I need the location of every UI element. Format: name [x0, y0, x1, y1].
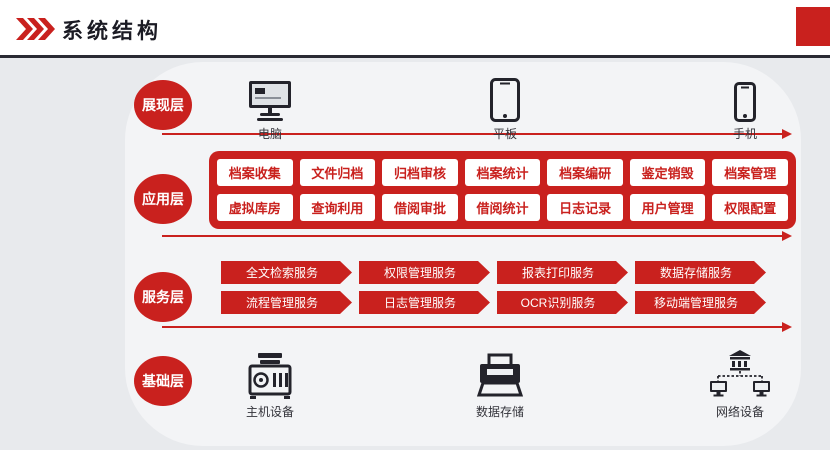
application-layer-arrow: [162, 231, 792, 241]
chevrons-icon: [16, 18, 55, 40]
module-box: 档案编研: [547, 159, 623, 186]
service-row-1: 全文检索服务 权限管理服务 报表打印服务 数据存储服务: [221, 261, 766, 284]
service-arrow: 报表打印服务: [497, 261, 628, 284]
badge-presentation-layer: 展现层: [134, 80, 192, 130]
device-computer: 电脑: [220, 74, 320, 142]
module-box: 权限配置: [712, 194, 789, 221]
module-box: 查询利用: [299, 194, 376, 221]
module-box: 档案管理: [712, 159, 789, 186]
module-box: 日志记录: [547, 194, 623, 221]
module-box: 借阅审批: [382, 194, 458, 221]
module-box: 借阅统计: [464, 194, 541, 221]
device-label: 主机设备: [245, 405, 294, 419]
service-arrow: 流程管理服务: [221, 291, 352, 314]
service-arrow: 移动端管理服务: [635, 291, 766, 314]
phone-icon: [734, 74, 756, 122]
rounded-panel: [125, 62, 801, 446]
service-row-2: 流程管理服务 日志管理服务 OCR识别服务 移动端管理服务: [221, 291, 766, 314]
service-arrow: 数据存储服务: [635, 261, 766, 284]
badge-service-layer: 服务层: [134, 272, 192, 322]
module-box: 归档审核: [382, 159, 458, 186]
device-phone: 手机: [695, 74, 795, 142]
header-accent-block: [796, 7, 830, 46]
badge-application-layer: 应用层: [134, 174, 192, 224]
device-network: 网络设备: [690, 350, 790, 420]
page-title: 系统结构: [62, 20, 162, 43]
server-icon: [243, 352, 297, 400]
badge-base-layer: 基础层: [134, 356, 192, 406]
device-label: 手机: [732, 127, 757, 141]
storage-icon: [475, 352, 525, 400]
header-underline: [0, 55, 830, 58]
module-box: 用户管理: [629, 194, 706, 221]
service-arrow: 日志管理服务: [359, 291, 490, 314]
module-box: 档案收集: [217, 159, 293, 186]
service-arrow: OCR识别服务: [497, 291, 628, 314]
device-data-storage: 数据存储: [450, 352, 550, 420]
device-host-machine: 主机设备: [220, 352, 320, 420]
desktop-icon: [247, 74, 293, 122]
tablet-icon: [490, 74, 520, 122]
diagram-canvas: 展现层 应用层 服务层 基础层 电脑: [0, 58, 830, 450]
module-row-2: 虚拟库房 查询利用 借阅审批 借阅统计 日志记录 用户管理 权限配置: [217, 194, 789, 221]
service-arrow: 权限管理服务: [359, 261, 490, 284]
service-layer-arrow: [162, 322, 792, 332]
device-label: 数据存储: [475, 405, 524, 419]
module-row-1: 档案收集 文件归档 归档审核 档案统计 档案编研 鉴定销毁 档案管理: [217, 159, 789, 186]
presentation-layer-arrow: [162, 129, 792, 139]
device-tablet: 平板: [455, 74, 555, 142]
module-box: 文件归档: [299, 159, 376, 186]
module-box: 虚拟库房: [217, 194, 293, 221]
device-label: 网络设备: [715, 405, 764, 419]
device-label: 电脑: [257, 127, 282, 141]
network-icon: [708, 350, 772, 400]
header: 系统结构: [0, 0, 830, 58]
application-modules-panel: 档案收集 文件归档 归档审核 档案统计 档案编研 鉴定销毁 档案管理 虚拟库房 …: [209, 151, 796, 229]
service-arrow: 全文检索服务: [221, 261, 352, 284]
module-box: 鉴定销毁: [629, 159, 706, 186]
module-box: 档案统计: [464, 159, 541, 186]
device-label: 平板: [492, 127, 517, 141]
